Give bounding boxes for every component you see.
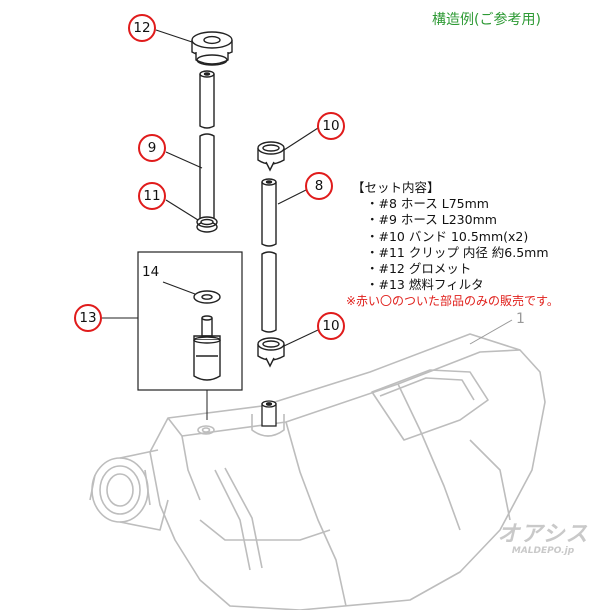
part-1-leader	[469, 319, 513, 345]
sale-note: ※赤い〇のついた部品のみの販売です。	[346, 294, 559, 309]
hose-part-8	[261, 178, 277, 333]
kit-item: ・#13 燃料フィルタ	[366, 277, 484, 293]
fuel-tank	[89, 333, 546, 610]
callout-12: 12	[128, 14, 156, 42]
washer-part-14	[193, 290, 221, 304]
callout-11: 11	[138, 182, 166, 210]
tank-outlet-nipple	[261, 400, 277, 427]
kit-contents: 【セット内容】 ・#8 ホース L75mm ・#9 ホース L230mm ・#1…	[346, 180, 559, 310]
kit-item: ・#9 ホース L230mm	[366, 212, 497, 228]
band-part-10-top	[257, 141, 285, 172]
kit-item: ・#10 バンド 10.5mm(x2)	[366, 228, 529, 244]
callout-13: 13	[74, 304, 102, 332]
callout-10-top: 10	[317, 112, 345, 140]
band-part-10-bottom	[257, 337, 285, 368]
callout-10-bottom: 10	[317, 312, 345, 340]
kit-heading: 【セット内容】	[352, 180, 440, 195]
brand-name: オアシス	[497, 522, 589, 547]
fuel-filter-part-13	[193, 315, 221, 381]
kit-item: ・#8 ホース L75mm	[366, 196, 489, 212]
part-1-label: 1	[516, 311, 525, 327]
grommet-part-12	[191, 31, 233, 66]
callout-leaders	[102, 29, 319, 347]
kit-item: ・#11 クリップ 内径 約6.5mm	[366, 244, 549, 260]
kit-item: ・#12 グロメット	[366, 261, 472, 277]
brand-site: MALDEPO.jp	[511, 546, 575, 556]
fuel-filter-box	[137, 251, 243, 391]
brand-watermark: オアシス MALDEPO.jp	[488, 516, 598, 556]
clip-part-11	[196, 216, 218, 233]
hose-part-9	[199, 70, 215, 227]
callout-9: 9	[138, 134, 166, 162]
diagram-title: 構造例(ご参考用)	[432, 12, 541, 28]
part-14-label: 14	[142, 264, 160, 280]
callout-8: 8	[305, 172, 333, 200]
